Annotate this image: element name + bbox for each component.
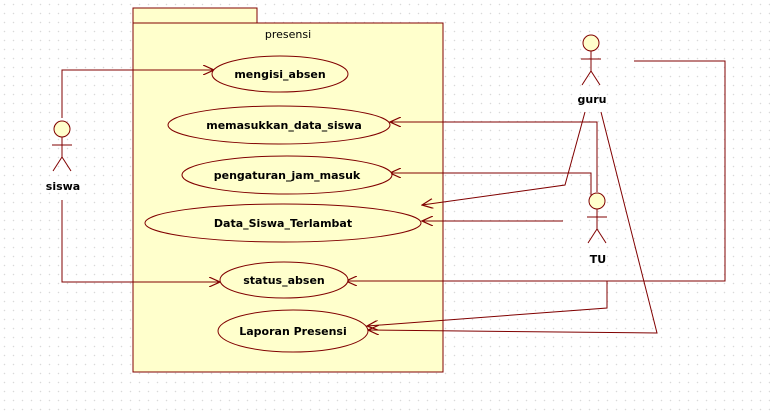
usecase-pengaturan-jam-masuk[interactable]: pengaturan_jam_masuk <box>181 155 393 195</box>
stick-figure-icon <box>52 120 72 172</box>
usecase-label: memasukkan_data_siswa <box>206 119 362 132</box>
actor-guru[interactable]: guru <box>578 34 607 106</box>
assoc-guru-laporan-presensi <box>368 111 658 333</box>
usecase-laporan-presensi[interactable]: Laporan Presensi <box>217 309 369 353</box>
actor-label: siswa <box>46 180 80 193</box>
actor-label: TU <box>590 253 606 266</box>
assoc-guru-status-absen <box>346 60 726 281</box>
assoc-siswa-mengisi-absen <box>61 70 214 118</box>
stick-figure-icon <box>587 192 607 244</box>
usecase-data-siswa-terlambat[interactable]: Data_Siswa_Terlambat <box>144 203 422 243</box>
usecase-label: pengaturan_jam_masuk <box>214 169 361 182</box>
associations <box>61 60 726 333</box>
actor-siswa[interactable]: siswa <box>46 120 80 193</box>
assoc-tu-laporan-presensi <box>367 281 608 326</box>
stick-figure-icon <box>581 34 601 86</box>
usecase-memasukkan-data-siswa[interactable]: memasukkan_data_siswa <box>167 105 391 145</box>
assoc-guru-data-siswa-terlambat <box>422 111 586 205</box>
assoc-siswa-status-absen <box>61 200 220 282</box>
assoc-tu-pengaturan-jam-masuk <box>390 173 592 198</box>
usecase-label: mengisi_absen <box>234 68 325 81</box>
actor-tu[interactable]: TU <box>587 192 607 266</box>
package-title: presensi <box>265 28 311 41</box>
usecase-label: status_absen <box>243 274 325 287</box>
usecase-status-absen[interactable]: status_absen <box>219 261 349 299</box>
usecase-label: Laporan Presensi <box>239 325 346 338</box>
usecase-mengisi-absen[interactable]: mengisi_absen <box>211 55 349 93</box>
actor-label: guru <box>578 93 607 106</box>
assoc-tu-memasukkan-data-siswa <box>390 122 598 192</box>
usecase-label: Data_Siswa_Terlambat <box>214 217 352 230</box>
